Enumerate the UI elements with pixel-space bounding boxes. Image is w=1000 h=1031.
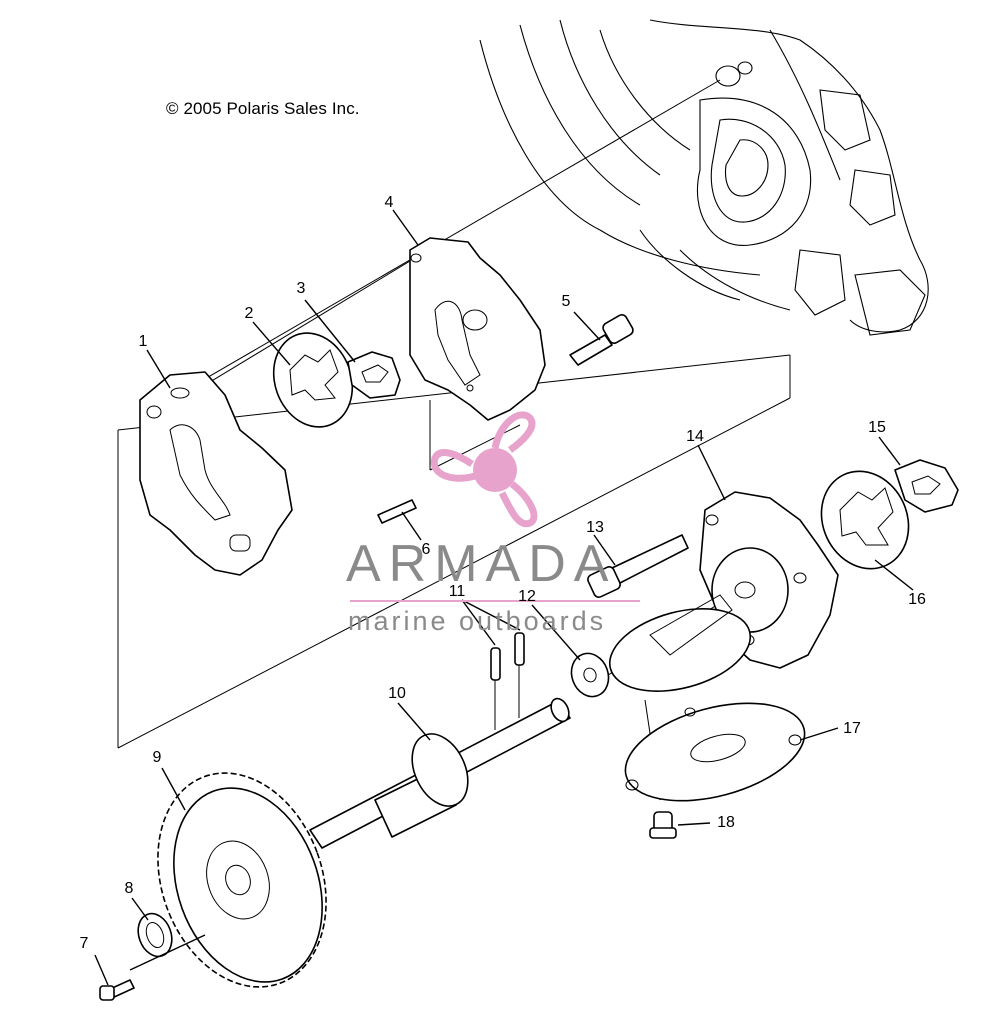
callout-2: 2 (244, 305, 254, 322)
callout-15: 15 (868, 419, 886, 436)
leader-lines (94, 209, 914, 986)
part-11-pins (490, 632, 525, 730)
callout-16: 16 (908, 591, 926, 608)
part-5-bolt (569, 314, 634, 366)
callout-1: 1 (138, 333, 148, 350)
callout-6: 6 (421, 541, 431, 558)
part-10-shaft (309, 697, 571, 849)
callout-13: 13 (586, 519, 604, 536)
callout-5: 5 (561, 293, 571, 310)
part-3-inner-rotor (347, 351, 401, 399)
callout-3: 3 (296, 280, 306, 297)
part-4-pump-body (409, 237, 546, 421)
watermark-subtitle: marine outboards (348, 606, 607, 636)
callout-11: 11 (448, 583, 466, 600)
propeller-icon (430, 411, 538, 528)
part-7-screw (99, 979, 135, 1001)
copyright-notice: © 2005 Polaris Sales Inc. (166, 99, 360, 118)
callout-4: 4 (384, 194, 394, 211)
part-2-outer-rotor (272, 332, 354, 428)
callout-8: 8 (124, 880, 134, 897)
callout-12: 12 (518, 588, 536, 605)
callout-14: 14 (686, 428, 704, 445)
part-12-washer (570, 652, 610, 698)
callout-9: 9 (152, 749, 162, 766)
part-16-outer-rotor (820, 470, 910, 570)
callout-7: 7 (79, 935, 89, 952)
watermark-title: ARMADA (346, 535, 617, 593)
callout-10: 10 (388, 685, 406, 702)
part-1-pump-cover (139, 371, 293, 576)
callout-17: 17 (843, 720, 861, 737)
part-6-dowel-pin (377, 499, 417, 524)
part-17-gasket (624, 702, 806, 802)
watermark-divider (350, 600, 640, 602)
callout-18: 18 (717, 814, 735, 831)
part-8-seal (137, 912, 173, 958)
part-13-bolt (587, 534, 689, 598)
part-15-inner-rotor (894, 459, 959, 513)
part-9-gear (157, 772, 327, 988)
oil-strainer (608, 594, 752, 692)
part-18-screw (649, 811, 677, 839)
engine-casing-outline (479, 19, 929, 336)
